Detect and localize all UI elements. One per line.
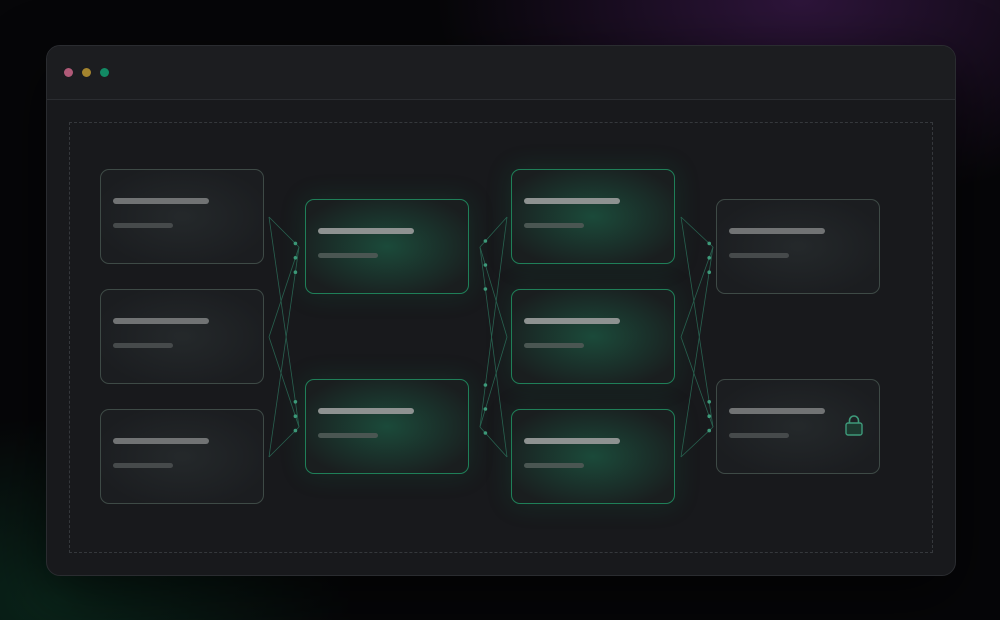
node-subtitle-placeholder: [318, 433, 378, 438]
node-title-placeholder: [113, 198, 209, 204]
node-title-placeholder: [524, 318, 620, 324]
title-bar: [47, 46, 955, 100]
node-subtitle-placeholder: [729, 253, 789, 258]
minimize-window-button[interactable]: [82, 68, 91, 77]
node-title-placeholder: [113, 438, 209, 444]
node-c2-1[interactable]: [305, 199, 469, 294]
node-subtitle-placeholder: [524, 463, 584, 468]
node-title-placeholder: [113, 318, 209, 324]
node-subtitle-placeholder: [729, 433, 789, 438]
close-window-button[interactable]: [64, 68, 73, 77]
node-title-placeholder: [524, 198, 620, 204]
node-c4-1[interactable]: [716, 199, 880, 294]
node-title-placeholder: [729, 228, 825, 234]
node-subtitle-placeholder: [113, 223, 173, 228]
app-window: [46, 45, 956, 576]
node-subtitle-placeholder: [318, 253, 378, 258]
lock-icon: [845, 415, 863, 436]
maximize-window-button[interactable]: [100, 68, 109, 77]
node-title-placeholder: [318, 408, 414, 414]
node-c1-2[interactable]: [100, 289, 264, 384]
node-c3-3[interactable]: [511, 409, 675, 504]
node-title-placeholder: [729, 408, 825, 414]
diagram-canvas: [69, 122, 933, 553]
node-c1-1[interactable]: [100, 169, 264, 264]
node-c3-2[interactable]: [511, 289, 675, 384]
node-subtitle-placeholder: [113, 463, 173, 468]
node-c3-1[interactable]: [511, 169, 675, 264]
node-title-placeholder: [318, 228, 414, 234]
node-c4-2[interactable]: [716, 379, 880, 474]
node-subtitle-placeholder: [524, 223, 584, 228]
node-c1-3[interactable]: [100, 409, 264, 504]
node-c2-2[interactable]: [305, 379, 469, 474]
node-title-placeholder: [524, 438, 620, 444]
node-subtitle-placeholder: [113, 343, 173, 348]
node-subtitle-placeholder: [524, 343, 584, 348]
